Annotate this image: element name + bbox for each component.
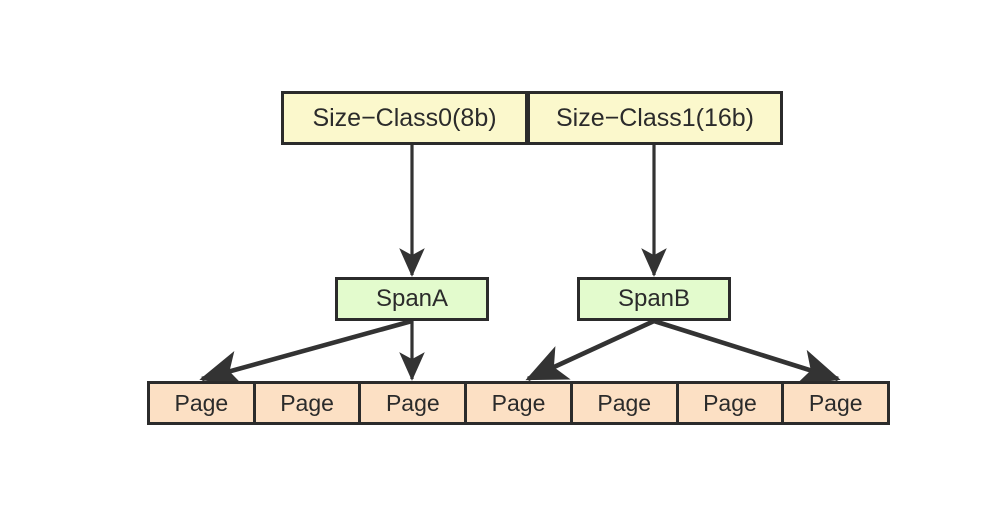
- span-b-node[interactable]: SpanB: [577, 277, 731, 321]
- span-a-node[interactable]: SpanA: [335, 277, 489, 321]
- page-cell-4[interactable]: Page: [464, 381, 573, 425]
- page-cell-7[interactable]: Page: [781, 381, 891, 425]
- edge-spanB-to-page4: [525, 318, 655, 382]
- edge-spanB-to-page7: [653, 318, 841, 385]
- page-row: Page Page Page Page Page Page Page: [147, 381, 891, 425]
- page-cell-3[interactable]: Page: [358, 381, 468, 425]
- page-cell-1[interactable]: Page: [147, 381, 256, 425]
- edge-spanA-to-page1: [199, 318, 413, 387]
- size-class-0-node[interactable]: Size−Class0(8b): [281, 91, 528, 145]
- page-cell-2[interactable]: Page: [252, 381, 362, 425]
- page-cell-6[interactable]: Page: [675, 381, 785, 425]
- page-cell-5[interactable]: Page: [569, 381, 679, 425]
- size-class-1-node[interactable]: Size−Class1(16b): [527, 91, 783, 145]
